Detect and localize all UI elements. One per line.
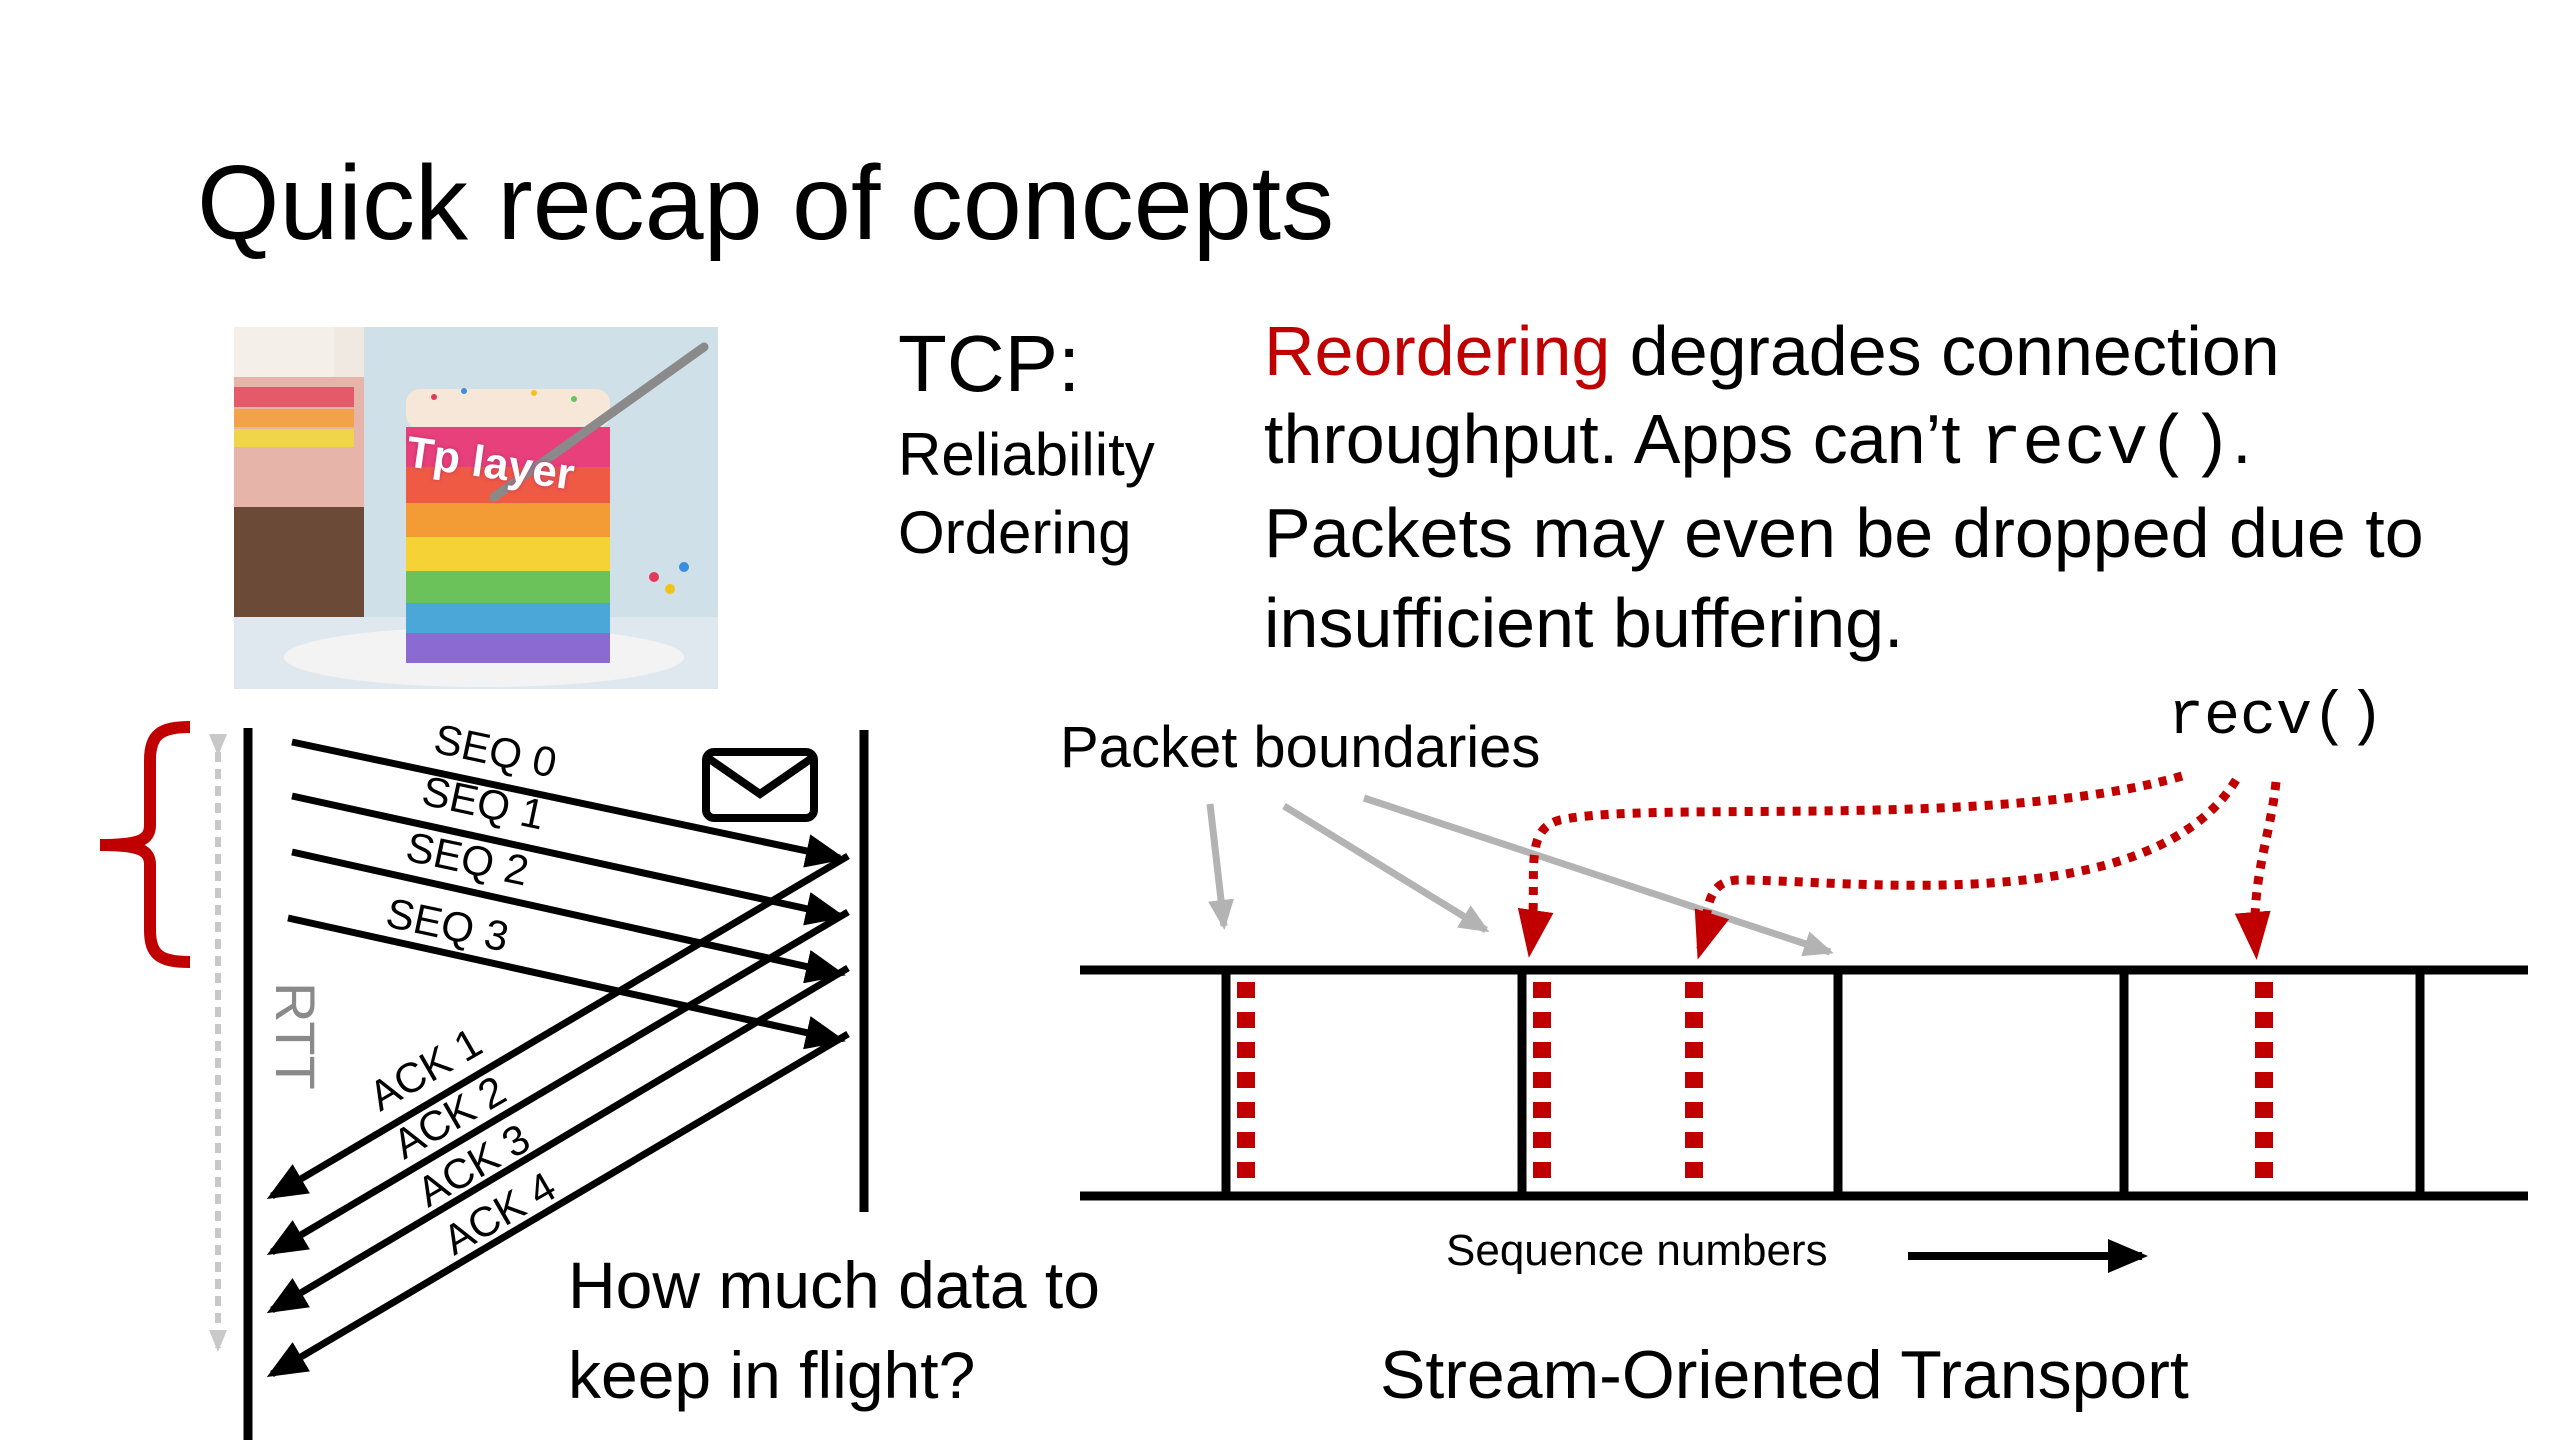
boundary-pointer [1362, 794, 1834, 957]
envelope-icon [702, 748, 818, 822]
tcp-label: TCP: [898, 319, 1081, 408]
seq-arrow-2 [291, 848, 846, 984]
reordering-line-4: insufficient buffering. [1264, 584, 1904, 662]
ack-arrow-2 [266, 908, 850, 1256]
recv-label: recv() [2168, 684, 2385, 752]
recv-curve [1517, 771, 2184, 958]
stream-caption: Stream-Oriented Transport [1380, 1337, 2189, 1413]
reordering-line-2-end: . [2232, 400, 2252, 478]
recv-curve [2234, 781, 2281, 960]
boundary-pointer [1206, 803, 1234, 930]
boundary-pointer [1282, 803, 1490, 933]
flight-question-line-1: How much data to [568, 1248, 1100, 1322]
reordering-line-2: throughput. Apps can’t recv(). [1264, 404, 2252, 481]
seq-arrow-3 [287, 914, 846, 1050]
reordering-line-3: Packets may even be dropped due to [1264, 494, 2424, 572]
seq-arrow-0 [291, 738, 846, 868]
recv-code: recv() [1980, 406, 2233, 485]
recv-curve [1694, 777, 2240, 960]
rtt-label: RTT [264, 982, 327, 1090]
ack-arrow-4 [266, 1030, 850, 1378]
tcp-item-ordering: Ordering [898, 499, 1132, 566]
cake-image: Tp layer [234, 327, 718, 689]
flight-question-line-2: keep in flight? [568, 1338, 976, 1412]
reordering-line-1: Reordering degrades connection [1264, 316, 2280, 386]
flight-question: How much data to keep in flight? [568, 1240, 1100, 1420]
tcp-item-reliability: Reliability [898, 421, 1155, 488]
ack-arrow-1 [266, 852, 850, 1200]
sequence-numbers-label: Sequence numbers [1446, 1226, 1828, 1275]
cake-illustration [234, 327, 718, 689]
reordering-line-2-text: throughput. Apps can’t [1264, 400, 1981, 478]
curly-brace-icon [99, 721, 191, 968]
reordering-highlight: Reordering [1264, 312, 1611, 390]
slide-title: Quick recap of concepts [197, 144, 1335, 262]
packet-boundaries-label: Packet boundaries [1060, 715, 1541, 780]
reordering-line-1-text: degrades connection [1610, 312, 2280, 390]
ack-arrow-3 [266, 964, 850, 1314]
seq-arrow-1 [291, 792, 846, 926]
